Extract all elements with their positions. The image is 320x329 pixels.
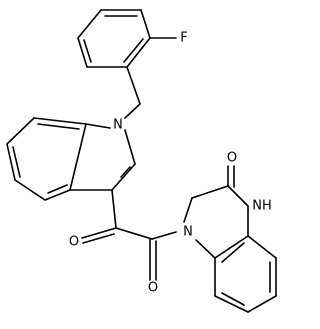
amide-oxygen-label: O [148, 281, 158, 296]
bond [214, 235, 249, 259]
bond [77, 9, 102, 39]
bond [77, 37, 88, 68]
ketone-oxygen-label: O [69, 235, 79, 250]
bond [44, 189, 71, 201]
quinoxaline-nh-label: NH [252, 199, 272, 214]
bond [183, 197, 193, 223]
double-bond-inner [221, 242, 245, 263]
carbonyl-carbonyl-bond [115, 227, 153, 240]
fluorophenyl-ring [77, 9, 151, 68]
ketone-double-bond-second [82, 233, 115, 244]
bond [227, 185, 249, 207]
indole-benzene-ring [6, 117, 87, 201]
quinoxaline-benzene-ring [214, 235, 277, 313]
bond [111, 163, 136, 191]
double-bond-inner [12, 146, 21, 178]
bond [126, 37, 151, 68]
double-bond-inner [83, 39, 92, 63]
bond [6, 117, 35, 145]
double-bond-inner [120, 166, 131, 178]
piperazinone-ring [183, 185, 249, 259]
ketone-double-bond [81, 227, 117, 239]
bond [247, 295, 277, 313]
benzyl-ch2-bond [126, 66, 141, 105]
quinoxaline-n1-label: N [183, 225, 193, 240]
bond [85, 123, 111, 129]
bond [124, 129, 136, 165]
double-bond-inner [123, 38, 144, 63]
indole-nitrogen-label: N [113, 118, 123, 133]
bond [195, 239, 216, 259]
molecule-drawing: F N O O O N NH [6, 9, 277, 313]
bond [69, 123, 87, 191]
fluorine-label: F [180, 31, 187, 46]
ch2-n-bond [124, 103, 141, 119]
double-bond-inner [47, 184, 68, 194]
bond [191, 185, 229, 199]
amide-n-bond [151, 231, 177, 240]
double-bond-inner [37, 123, 80, 130]
bond [247, 235, 277, 259]
bond [33, 117, 87, 125]
indole-pyrrole-ring [69, 123, 136, 191]
indole-c3-carbonyl-bond [111, 189, 117, 229]
double-bond-inner [221, 292, 245, 306]
bond [6, 143, 16, 181]
lactam-oxygen-label: O [227, 151, 237, 166]
bond [214, 295, 249, 313]
bond [140, 9, 151, 39]
structure-canvas: F N O O O N NH [6, 9, 277, 313]
bond [14, 179, 46, 201]
